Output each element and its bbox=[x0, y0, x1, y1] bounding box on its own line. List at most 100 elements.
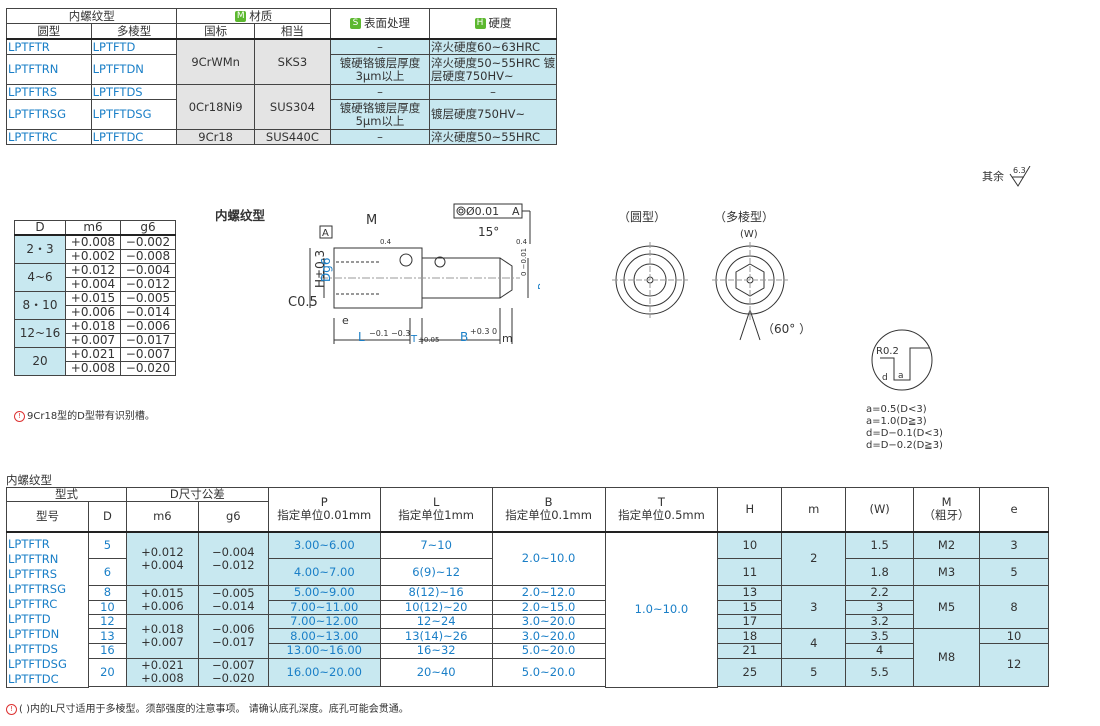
h-value: 11 bbox=[717, 558, 783, 586]
tol-d: 2・3 bbox=[14, 234, 66, 264]
tol-d: 8・10 bbox=[14, 291, 66, 320]
tol-g6: −0.002 bbox=[120, 234, 176, 250]
tol-g6: −0.008 bbox=[120, 249, 176, 264]
e-value: 8 bbox=[979, 584, 1049, 630]
label-geometric-tolerance: Ø0.01 bbox=[466, 205, 499, 218]
h-value: 18 bbox=[717, 628, 783, 644]
model-round[interactable]: LPTFTRN bbox=[6, 54, 92, 85]
l-value: 7~10 bbox=[379, 531, 493, 559]
model-poly[interactable]: LPTFTDC bbox=[90, 129, 178, 145]
tol-m6: +0.004 bbox=[65, 277, 121, 292]
hardness-badge-icon: H bbox=[474, 18, 486, 29]
l-value: 8(12)~16 bbox=[379, 585, 493, 601]
p-value: 8.00~13.00 bbox=[267, 628, 381, 644]
hardness-cell: 淬火硬度60~63HRC bbox=[429, 38, 557, 55]
header-tol: D尺寸公差 bbox=[125, 487, 269, 502]
label-h: H±0.3 bbox=[313, 250, 327, 288]
tol-g6: −0.020 bbox=[120, 361, 176, 376]
warning-icon: ! bbox=[6, 703, 17, 715]
m-value: M2 bbox=[913, 531, 981, 559]
header-round: 圆型 bbox=[6, 23, 92, 40]
model-poly[interactable]: LPTFTDS bbox=[90, 84, 178, 100]
tol-m6: +0.006 bbox=[65, 305, 121, 320]
header-m: M（粗牙） bbox=[913, 487, 981, 533]
p-value: 3.00~6.00 bbox=[267, 531, 381, 559]
l-value: 12~24 bbox=[379, 613, 493, 630]
w-value: 4 bbox=[845, 642, 915, 659]
tol-m6: +0.008 bbox=[65, 361, 121, 376]
header-model: 型号 bbox=[6, 501, 89, 533]
label-15-deg: 15° bbox=[478, 225, 499, 239]
tolerance-table: D m6 g6 2・3+0.008−0.002 +0.002−0.008 4~6… bbox=[14, 220, 176, 376]
w-value: 2.2 bbox=[845, 585, 915, 601]
model-round[interactable]: LPTFTRS bbox=[6, 84, 92, 100]
p-value: 13.00~16.00 bbox=[267, 642, 381, 659]
tol-g6: −0.004 bbox=[120, 263, 176, 278]
d-value: 5 bbox=[87, 531, 127, 559]
e-value: 12 bbox=[979, 642, 1049, 687]
header-e: e bbox=[979, 487, 1049, 533]
round-end-view-icon bbox=[612, 242, 688, 318]
d-value: 6 bbox=[87, 558, 127, 586]
g6-value: −0.007−0.020 bbox=[197, 657, 269, 687]
label-d-small: d bbox=[882, 373, 888, 383]
tol-m6: +0.012 bbox=[65, 263, 121, 278]
model-round[interactable]: LPTFTR bbox=[6, 38, 92, 55]
tol-m6: +0.021 bbox=[65, 347, 121, 362]
model-round[interactable]: LPTFTRSG bbox=[6, 99, 92, 130]
hardness-cell: 镀层硬度750HV~ bbox=[429, 99, 557, 130]
tol-g6: −0.017 bbox=[120, 333, 176, 348]
table3-caption: 内螺纹型 bbox=[6, 473, 52, 487]
model-poly[interactable]: LPTFTDN bbox=[90, 54, 178, 85]
t-value: 1.0~10.0 bbox=[604, 531, 719, 688]
header-g6: g6 bbox=[197, 501, 269, 533]
warning-icon: ! bbox=[14, 410, 25, 422]
tol-header-m6: m6 bbox=[65, 220, 121, 236]
tol-m6: +0.002 bbox=[65, 249, 121, 264]
surface-cell: 镀硬铬镀层厚度 5μm以上 bbox=[330, 99, 430, 130]
model-round[interactable]: LPTFTRC bbox=[6, 129, 92, 145]
label-b: B bbox=[460, 330, 468, 344]
roughness-04: 0.4 bbox=[516, 238, 528, 246]
header-type: 型式 bbox=[6, 487, 127, 502]
surface-cell: – bbox=[330, 84, 430, 100]
g6-value: −0.005−0.014 bbox=[197, 585, 269, 615]
label-c05: C0.5 bbox=[288, 295, 318, 310]
h-value: 25 bbox=[717, 657, 783, 687]
model-list[interactable]: LPTFTR LPTFTRN LPTFTRS LPTFTRSG LPTFTRC … bbox=[6, 531, 89, 688]
w-value: 5.5 bbox=[845, 657, 915, 687]
model-poly[interactable]: LPTFTD bbox=[90, 38, 178, 55]
b-value: 5.0~20.0 bbox=[491, 657, 606, 687]
header-h: H bbox=[717, 487, 783, 533]
model-poly[interactable]: LPTFTDSG bbox=[90, 99, 178, 130]
roughness-symbol-icon: 6.3 bbox=[1009, 165, 1030, 187]
e-value: 5 bbox=[979, 558, 1049, 586]
material-gb: 9CrWMn bbox=[176, 38, 255, 85]
m6-value: +0.012+0.004 bbox=[125, 531, 199, 586]
p-value: 7.00~12.00 bbox=[267, 613, 381, 630]
b-value: 3.0~20.0 bbox=[491, 628, 606, 644]
label-m-length: m bbox=[502, 332, 513, 345]
h-value: 15 bbox=[717, 599, 783, 615]
e-value: 10 bbox=[979, 628, 1049, 644]
hardness-cell: – bbox=[429, 84, 557, 100]
svg-text:6.3: 6.3 bbox=[1013, 166, 1026, 175]
material-badge-icon: M bbox=[235, 10, 247, 22]
label-a: A bbox=[322, 228, 329, 239]
header-d: D bbox=[87, 501, 127, 533]
material-equiv: SKS3 bbox=[253, 38, 332, 85]
roughness-note: 其余 6.3 bbox=[982, 165, 1032, 188]
tol-m6: +0.015 bbox=[65, 291, 121, 306]
surface-cell: – bbox=[330, 38, 430, 55]
g6-value: −0.006−0.017 bbox=[197, 613, 269, 659]
header-m-length: m bbox=[781, 487, 847, 533]
hardness-cell: 淬火硬度50~55HRC bbox=[429, 129, 557, 145]
header-m6: m6 bbox=[125, 501, 199, 533]
surface-cell: – bbox=[330, 129, 430, 145]
p-value: 5.00~9.00 bbox=[267, 585, 381, 601]
pin-side-view-drawing: C0.5 H±0.3 Dg6 M A Ø0.01 A 15° e L −0.1 … bbox=[288, 203, 540, 345]
